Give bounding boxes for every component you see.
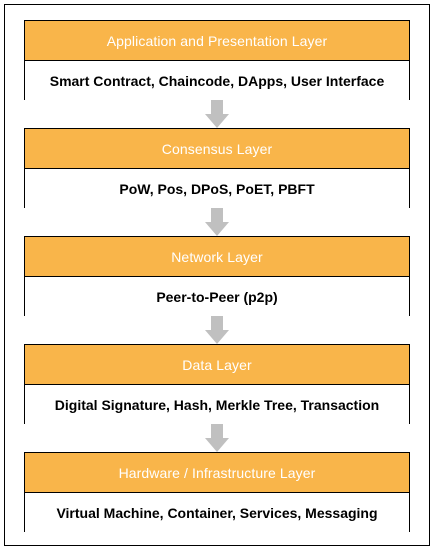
down-arrow-icon — [205, 100, 229, 128]
layer-consensus: Consensus Layer PoW, Pos, DPoS, PoET, PB… — [24, 128, 410, 208]
layer-content: Digital Signature, Hash, Merkle Tree, Tr… — [25, 385, 409, 424]
layer-application-presentation: Application and Presentation Layer Smart… — [24, 20, 410, 100]
down-arrow-icon — [205, 424, 229, 452]
layer-content: PoW, Pos, DPoS, PoET, PBFT — [25, 169, 409, 208]
layer-title: Data Layer — [25, 345, 409, 385]
layer-hardware-infrastructure: Hardware / Infrastructure Layer Virtual … — [24, 452, 410, 532]
layer-title: Network Layer — [25, 237, 409, 277]
layer-title: Hardware / Infrastructure Layer — [25, 453, 409, 493]
layer-content: Smart Contract, Chaincode, DApps, User I… — [25, 61, 409, 100]
layer-title: Consensus Layer — [25, 129, 409, 169]
layer-content: Virtual Machine, Container, Services, Me… — [25, 493, 409, 532]
layer-data: Data Layer Digital Signature, Hash, Merk… — [24, 344, 410, 424]
diagram-frame — [4, 4, 430, 546]
layer-content: Peer-to-Peer (p2p) — [25, 277, 409, 316]
layer-network: Network Layer Peer-to-Peer (p2p) — [24, 236, 410, 316]
layer-title: Application and Presentation Layer — [25, 21, 409, 61]
down-arrow-icon — [205, 208, 229, 236]
down-arrow-icon — [205, 316, 229, 344]
